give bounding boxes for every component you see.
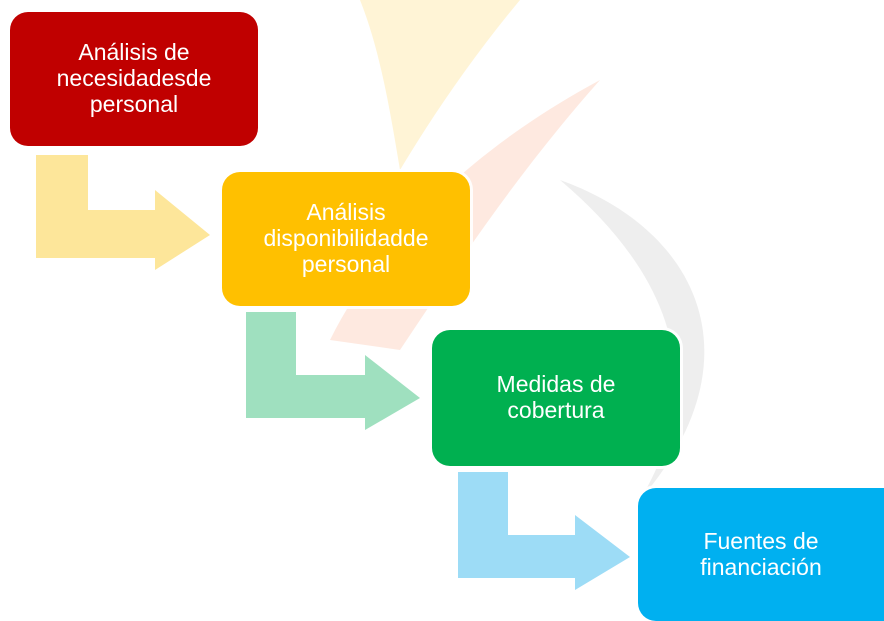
background-swoosh-gray (560, 180, 705, 500)
step-box-medidas-cobertura: Medidas de cobertura (432, 330, 680, 466)
background-swoosh-yellow (360, 0, 520, 170)
step-label: Medidas de cobertura (496, 372, 616, 423)
step-box-analisis-disponibilidad: Análisis disponibilidadde personal (222, 172, 470, 306)
arrow-1-to-2 (36, 155, 210, 270)
step-box-fuentes-financiacion: Fuentes de financiación (638, 488, 884, 621)
step-label: Fuentes de financiación (700, 528, 822, 580)
step-label: Análisis disponibilidadde personal (263, 200, 429, 277)
step-box-analisis-necesidades: Análisis de necesidadesde personal (10, 12, 258, 146)
arrow-3-to-4 (458, 472, 630, 590)
arrow-2-to-3 (246, 312, 420, 430)
step-label: Análisis de necesidadesde personal (56, 40, 212, 117)
